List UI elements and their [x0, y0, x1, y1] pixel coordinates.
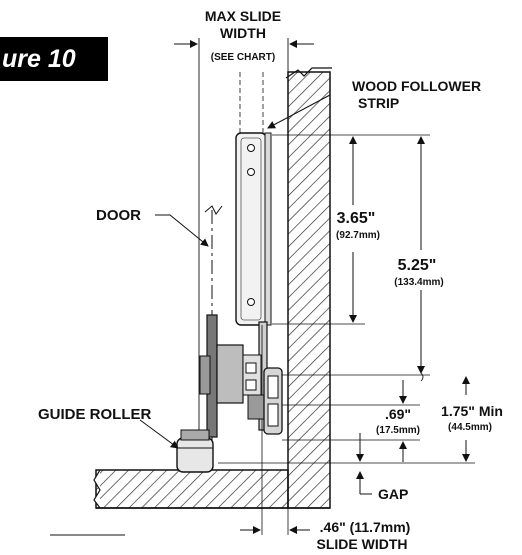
- door-label: DOOR: [96, 207, 141, 224]
- see-chart-label: (SEE CHART): [211, 52, 275, 63]
- guide-roller-label: GUIDE ROLLER: [38, 406, 152, 423]
- max-slide-width-guides: [198, 38, 289, 470]
- dim-525-label: 5.25": [398, 257, 437, 274]
- dimension-3-65: [272, 134, 365, 325]
- slide-width-label: SLIDE WIDTH: [317, 536, 408, 552]
- hanger-assembly: [199, 314, 283, 438]
- floor: [93, 469, 330, 509]
- width-label: WIDTH: [220, 25, 266, 41]
- guide-roller-leader: [139, 419, 179, 449]
- figure-badge: ure 10: [0, 37, 108, 81]
- mounting-bracket: [235, 132, 272, 326]
- dim-365-label: 3.65": [337, 210, 376, 227]
- dim-069-label: .69": [385, 406, 411, 422]
- door-leader: [155, 214, 209, 247]
- slide-width-value-label: .46" (11.7mm): [320, 519, 411, 535]
- max-slide-label: MAX SLIDE: [205, 8, 281, 24]
- strip-label: STRIP: [358, 95, 399, 111]
- gap-label: GAP: [378, 486, 408, 502]
- dim-069-mm-label: (17.5mm): [376, 425, 420, 436]
- dim-175-mm-label: (44.5mm): [448, 422, 492, 433]
- dim-175-label: 1.75" Min: [441, 403, 503, 419]
- dimension-1-75: [330, 376, 475, 464]
- wood-follower-label: WOOD FOLLOWER: [352, 78, 481, 94]
- figure-label: ure 10: [2, 44, 76, 73]
- guide-roller: [176, 429, 214, 473]
- dimension-0-69: [282, 380, 420, 462]
- dim-525-mm-label: (133.4mm): [394, 277, 443, 288]
- dim-365-mm-label: (92.7mm): [336, 230, 380, 241]
- wood-follower-strip: [285, 67, 332, 509]
- dimension-5-25: [282, 134, 430, 382]
- wood-follower-leader: [267, 94, 331, 129]
- gap-dimension: [218, 433, 372, 495]
